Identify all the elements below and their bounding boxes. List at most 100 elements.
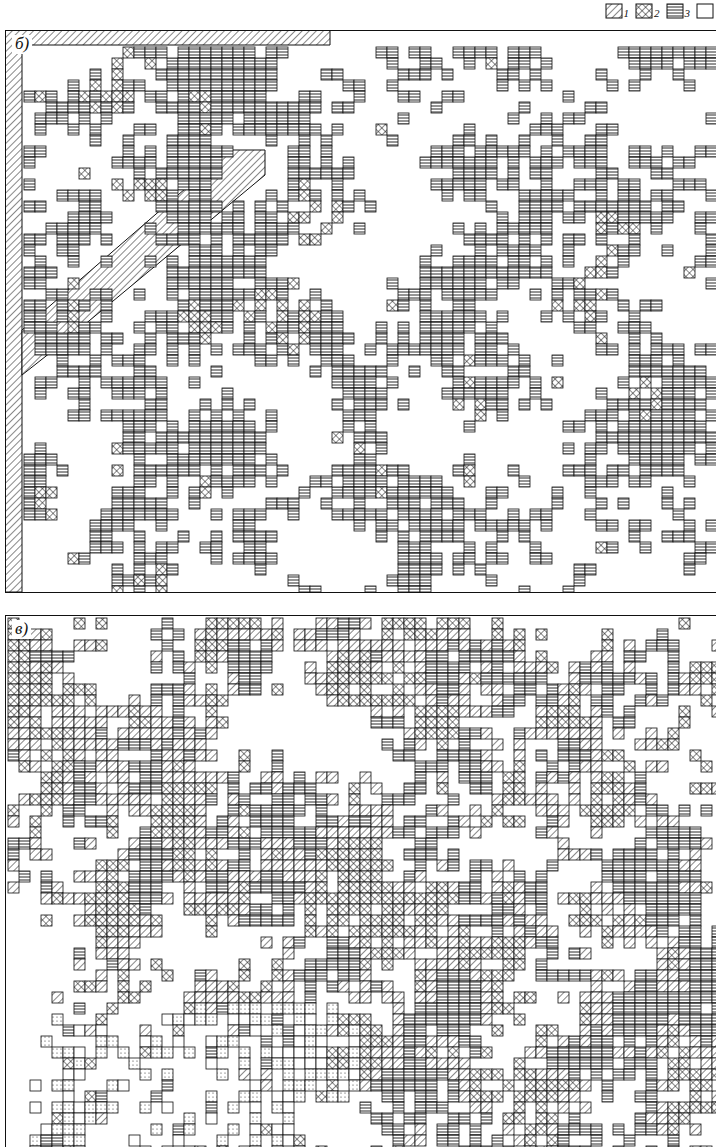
cluster-cell	[90, 91, 101, 102]
cluster-cell	[327, 695, 338, 706]
cluster-cell	[321, 498, 332, 509]
cluster-cell	[35, 278, 46, 289]
cluster-cell	[211, 157, 222, 168]
cluster-cell	[277, 278, 288, 289]
cluster-cell	[349, 695, 360, 706]
cluster-cell	[211, 113, 222, 124]
cluster-cell	[569, 684, 580, 695]
cluster-cell	[530, 542, 541, 553]
cluster-cell	[695, 366, 706, 377]
cluster-cell	[310, 366, 321, 377]
cluster-cell	[497, 410, 508, 421]
cluster-cell	[250, 662, 261, 673]
cluster-cell	[684, 476, 695, 487]
cluster-cell	[607, 289, 618, 300]
cluster-cell	[580, 662, 591, 673]
cluster-cell	[662, 421, 673, 432]
cluster-cell	[332, 465, 343, 476]
cluster-cell	[453, 146, 464, 157]
cluster-cell	[123, 520, 134, 531]
cluster-cell	[684, 553, 695, 564]
cluster-cell	[244, 465, 255, 476]
cluster-cell	[244, 47, 255, 58]
cluster-cell	[602, 783, 613, 794]
cluster-cell	[288, 311, 299, 322]
cluster-cell	[525, 662, 536, 673]
cluster-cell	[426, 728, 437, 739]
cluster-cell	[376, 432, 387, 443]
cluster-cell	[200, 432, 211, 443]
cluster-cell	[101, 410, 112, 421]
cluster-cell	[24, 267, 35, 278]
cluster-cell	[508, 69, 519, 80]
cluster-cell	[464, 388, 475, 399]
cluster-cell	[679, 706, 690, 717]
cluster-cell	[74, 618, 85, 629]
cluster-cell	[310, 124, 321, 135]
cluster-cell	[398, 553, 409, 564]
cluster-cell	[508, 465, 519, 476]
cluster-cell	[640, 542, 651, 553]
cluster-cell	[68, 553, 79, 564]
cluster-cell	[640, 146, 651, 157]
cluster-cell	[112, 520, 123, 531]
cluster-cell	[184, 772, 195, 783]
cluster-cell	[288, 223, 299, 234]
cluster-cell	[162, 640, 173, 651]
cluster-cell	[552, 300, 563, 311]
cluster-cell	[30, 695, 41, 706]
cluster-cell	[596, 443, 607, 454]
cluster-cell	[68, 234, 79, 245]
cluster-cell	[63, 673, 74, 684]
cluster-cell	[585, 564, 596, 575]
cluster-cell	[668, 684, 679, 695]
cluster-cell	[233, 344, 244, 355]
cluster-cell	[189, 311, 200, 322]
cluster-cell	[24, 454, 35, 465]
cluster-cell	[57, 333, 68, 344]
cluster-cell	[420, 58, 431, 69]
cluster-cell	[156, 564, 167, 575]
cluster-cell	[404, 783, 415, 794]
cluster-cell	[651, 355, 662, 366]
cluster-cell	[167, 69, 178, 80]
cluster-cell	[684, 520, 695, 531]
cluster-cell	[90, 201, 101, 212]
cluster-cell	[24, 498, 35, 509]
cluster-cell	[591, 739, 602, 750]
cluster-cell	[695, 399, 706, 410]
cluster-cell	[145, 47, 156, 58]
cluster-cell	[200, 69, 211, 80]
cluster-cell	[690, 684, 701, 695]
cluster-cell	[651, 366, 662, 377]
cluster-cell	[316, 640, 327, 651]
cluster-cell	[464, 135, 475, 146]
cluster-cell	[162, 717, 173, 728]
cluster-cell	[602, 662, 613, 673]
cluster-cell	[585, 487, 596, 498]
cluster-cell	[519, 256, 530, 267]
cluster-cell	[646, 684, 657, 695]
cluster-cell	[536, 750, 547, 761]
cluster-cell	[508, 344, 519, 355]
cluster-cell	[123, 47, 134, 58]
cluster-cell	[79, 212, 90, 223]
cluster-cell	[178, 454, 189, 465]
cluster-cell	[151, 706, 162, 717]
cluster-cell	[24, 91, 35, 102]
cluster-cell	[657, 739, 668, 750]
cluster-cell	[107, 706, 118, 717]
cluster-cell	[321, 223, 332, 234]
cluster-cell	[497, 333, 508, 344]
cluster-cell	[426, 717, 437, 728]
cluster-cell	[156, 575, 167, 586]
cluster-cell	[321, 476, 332, 487]
cluster-cell	[255, 223, 266, 234]
cluster-cell	[574, 421, 585, 432]
cluster-cell	[486, 234, 497, 245]
cluster-cell	[420, 487, 431, 498]
cluster-cell	[332, 355, 343, 366]
cluster-cell	[695, 454, 706, 465]
cluster-cell	[35, 311, 46, 322]
cluster-cell	[68, 410, 79, 421]
